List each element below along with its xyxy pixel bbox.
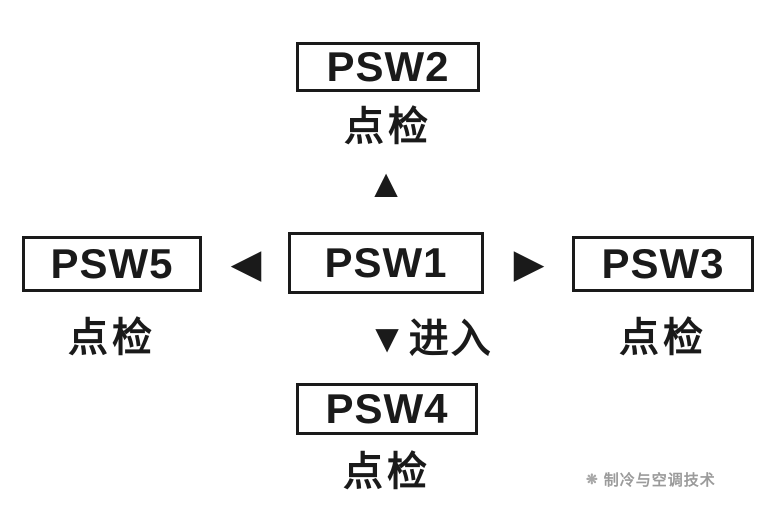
node-psw4-label: PSW4 xyxy=(325,385,449,432)
node-psw4: PSW4 xyxy=(296,383,478,435)
node-psw3-caption: 点检 xyxy=(619,316,707,360)
arrow-up-icon: ▲ xyxy=(366,162,406,206)
arrow-right-icon: ▶ xyxy=(513,242,545,286)
node-psw2-label: PSW2 xyxy=(326,43,450,90)
node-psw5: PSW5 xyxy=(22,236,202,292)
node-psw5-caption: 点检 xyxy=(68,316,156,360)
node-psw3: PSW3 xyxy=(572,236,754,292)
watermark: ❋ 制冷与空调技术 xyxy=(586,468,761,490)
node-psw1-label: PSW1 xyxy=(324,239,448,286)
node-psw1: PSW1 xyxy=(288,232,484,294)
enter-row: ▼ 进入 xyxy=(340,310,520,368)
enter-label: 进入 xyxy=(408,317,493,361)
node-psw2-caption: 点检 xyxy=(344,105,432,149)
node-psw4-caption: 点检 xyxy=(343,450,431,494)
node-psw2: PSW2 xyxy=(296,42,480,92)
node-psw5-label: PSW5 xyxy=(50,240,174,287)
arrow-left-icon: ◀ xyxy=(230,242,262,286)
node-psw3-label: PSW3 xyxy=(601,240,725,287)
arrow-down-icon: ▼ xyxy=(367,317,407,361)
watermark-text: 制冷与空调技术 xyxy=(603,471,716,489)
brand-fan-icon: ❋ xyxy=(586,470,599,487)
